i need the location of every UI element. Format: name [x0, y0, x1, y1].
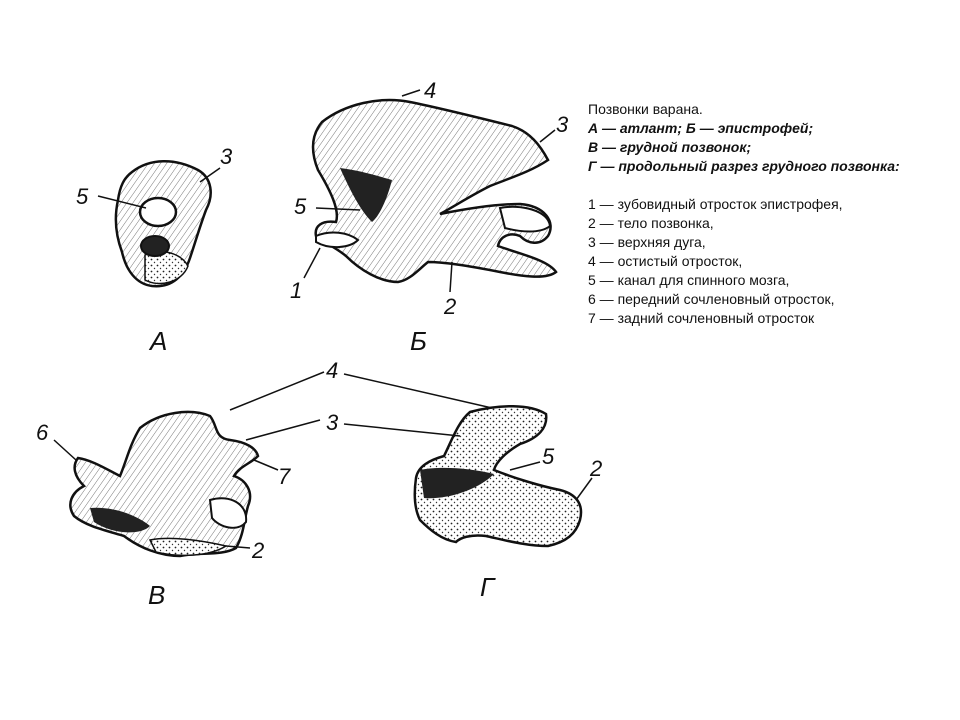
- figure-g-section: 5 2 Г: [413, 404, 602, 602]
- label-1: 1: [290, 278, 302, 303]
- label-2: 2: [589, 456, 602, 481]
- leader-line: [509, 461, 541, 471]
- legend-title: Позвонки варана.: [588, 101, 703, 117]
- leader-line: [539, 129, 556, 143]
- label-5: 5: [542, 444, 555, 469]
- legend-item: 7 — задний сочленовный отросток: [588, 310, 815, 326]
- legend: Позвонки варана. А — атлант; Б — эпистро…: [588, 100, 948, 328]
- label-6: 6: [36, 420, 49, 445]
- caption-v: В: [148, 580, 165, 610]
- legend-item: 6 — передний сочленовный отросток,: [588, 291, 835, 307]
- leader-line: [225, 545, 251, 549]
- label-7: 7: [278, 464, 291, 489]
- legend-item: 5 — канал для спинного мозга,: [588, 272, 790, 288]
- legend-item: 4 — остистый отросток,: [588, 253, 743, 269]
- spacer: [588, 176, 948, 195]
- legend-subtitle: Г — продольный разрез грудного позвонка:: [588, 158, 900, 174]
- legend-item: 3 — верхняя дуга,: [588, 234, 706, 250]
- caption-b: Б: [410, 326, 427, 356]
- leader-line: [575, 477, 593, 501]
- caption-g: Г: [480, 572, 496, 602]
- label-2: 2: [443, 294, 456, 319]
- legend-item: 1 — зубовидный отросток эпистрофея,: [588, 196, 843, 212]
- shared-labels: 4 3: [229, 358, 493, 441]
- figure-v-thoracic: 6 7 2 В: [36, 410, 291, 610]
- leader-line: [303, 247, 321, 279]
- label-3: 3: [556, 112, 569, 137]
- label-3: 3: [220, 144, 233, 169]
- leader-line: [253, 459, 279, 471]
- leader-line: [315, 207, 361, 211]
- label-4: 4: [326, 358, 338, 383]
- leader-line: [343, 373, 493, 409]
- figure-a-atlas: 5 3 А: [76, 144, 233, 356]
- label-2: 2: [251, 538, 264, 563]
- caption-a: А: [148, 326, 167, 356]
- leader-line: [401, 89, 421, 97]
- leader-line: [97, 195, 147, 209]
- label-4: 4: [424, 78, 436, 103]
- leader-line: [229, 371, 325, 411]
- leader-line: [449, 261, 453, 293]
- leader-line: [343, 423, 461, 437]
- legend-subtitle: В — грудной позвонок;: [588, 139, 752, 155]
- legend-subtitle: А — атлант; Б — эпистрофей;: [588, 120, 814, 136]
- figure-b-axis: 4 3 5 1 2 Б: [290, 78, 569, 356]
- leader-line: [245, 419, 321, 441]
- leader-line: [53, 439, 77, 461]
- label-3: 3: [326, 410, 339, 435]
- label-5: 5: [76, 184, 89, 209]
- leader-line: [199, 167, 221, 183]
- label-5: 5: [294, 194, 307, 219]
- legend-item: 2 — тело позвонка,: [588, 215, 714, 231]
